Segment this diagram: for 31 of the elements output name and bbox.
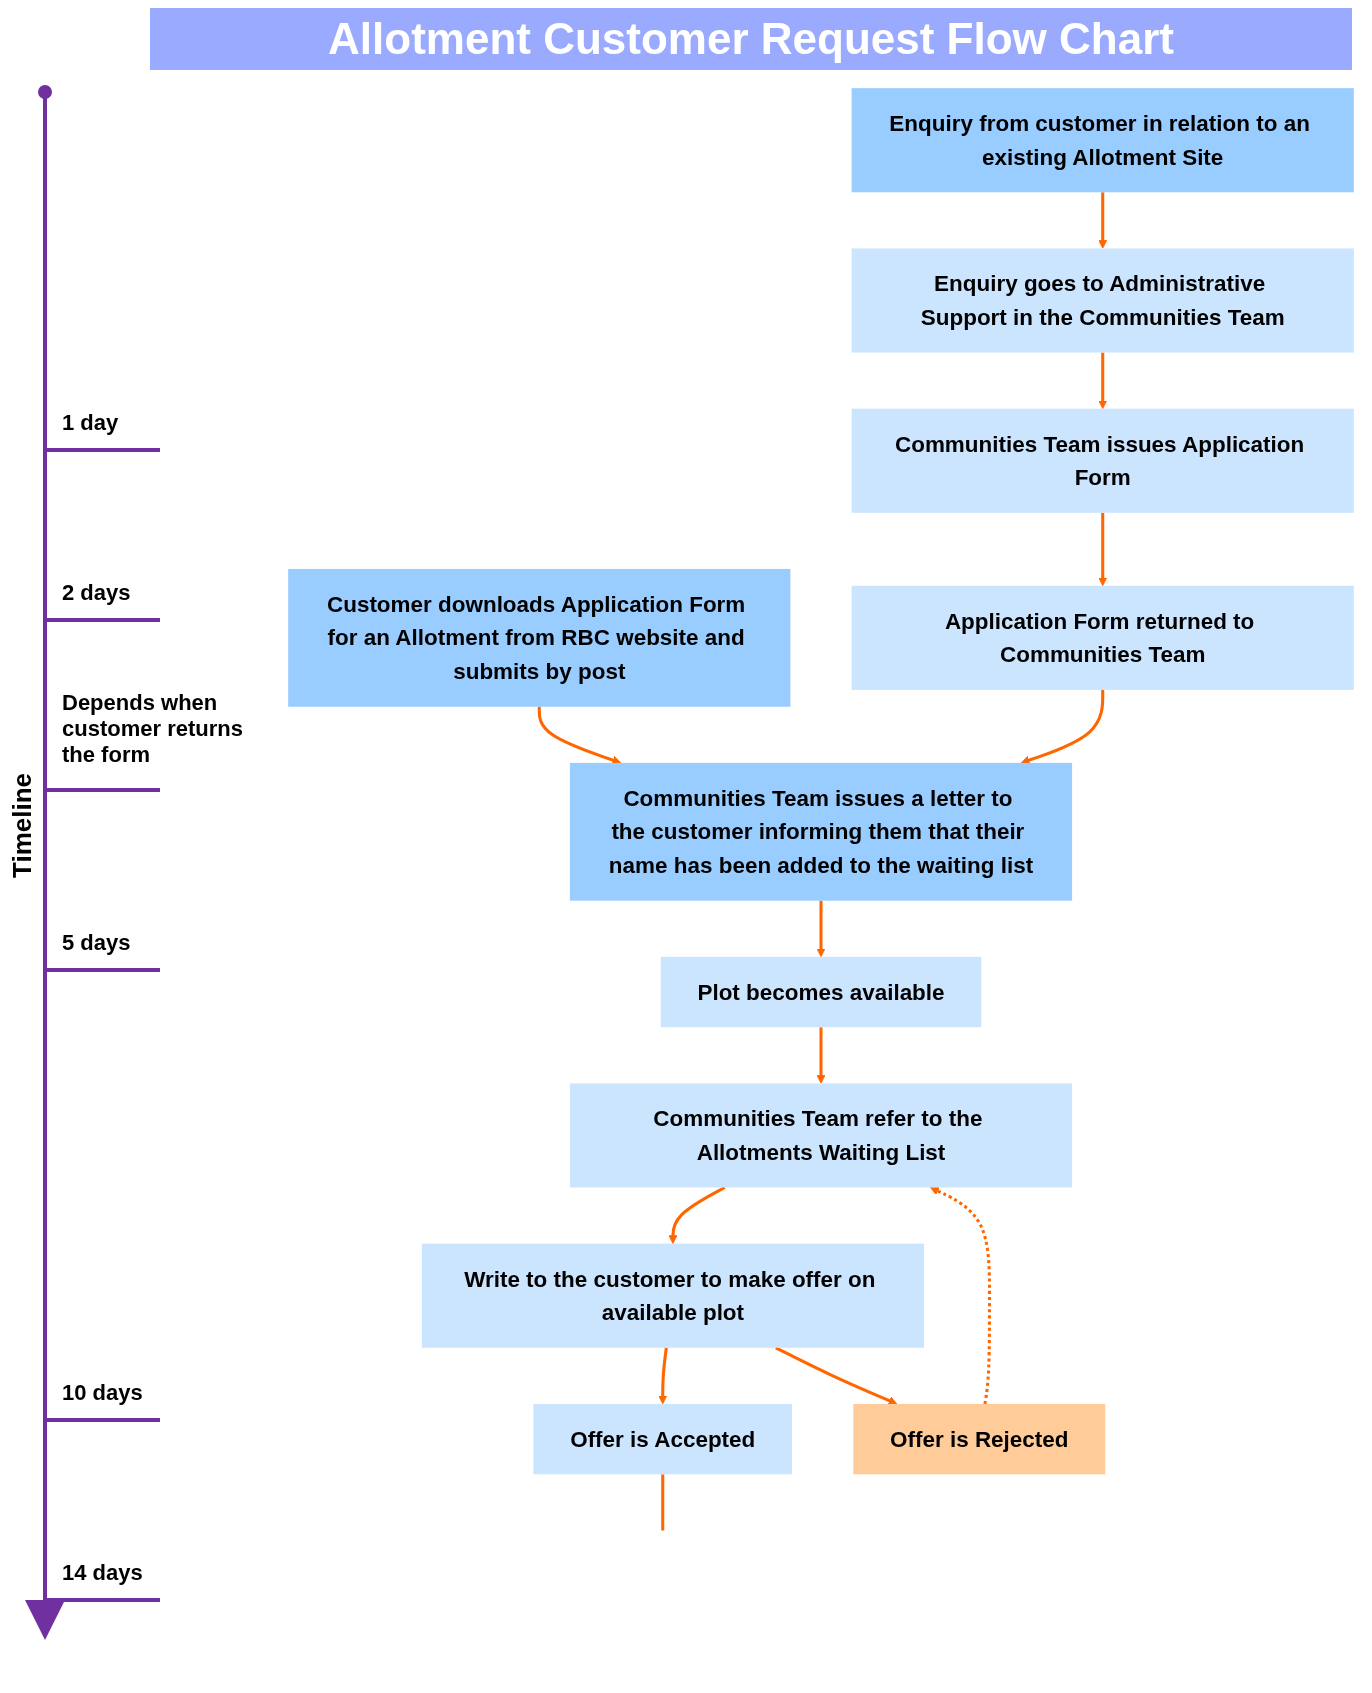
timeline-label: 2 days (62, 580, 132, 606)
timeline-label: 5 days (62, 930, 132, 956)
arrow (1098, 192, 1108, 249)
arrow (775, 1346, 898, 1405)
title: Allotment Customer Request Flow Chart (150, 8, 1352, 70)
arrow (816, 1027, 826, 1084)
arrow (930, 1186, 991, 1405)
node-box: Customer downloads Application Form for an Allotment from RBC website and submits by post (288, 568, 791, 707)
node-box: Application Form returned to Communities Team (851, 585, 1354, 690)
node-box: Enquiry goes to Administrative Support in the Communities Team (851, 248, 1354, 353)
arrow (668, 1186, 726, 1245)
arrow (1098, 512, 1108, 587)
arrow (658, 1347, 668, 1405)
connector (661, 1474, 665, 1531)
node-box: Offer is Rejected (853, 1403, 1106, 1475)
node-box: Write to the customer to make offer on available plot (421, 1243, 925, 1348)
arrow (537, 706, 622, 765)
node-box: Communities Team refer to the Allotments Waiting List (569, 1083, 1073, 1188)
axis-title: Timeline (7, 773, 38, 878)
node-box: Offer is Accepted (533, 1403, 793, 1475)
node-box: Plot becomes available (660, 956, 982, 1028)
arrow (1098, 352, 1108, 410)
node-box: Communities Team issues Application Form (851, 408, 1354, 513)
timeline-label: 1 day (62, 410, 120, 436)
timeline-label: 10 days (62, 1380, 144, 1406)
timeline-label: 14 days (62, 1560, 144, 1586)
node-box: Communities Team issues a letter to the customer informing them that their name has been added to the waiting list (569, 762, 1073, 901)
node-box: Enquiry from customer in relation to an existing Allotment Site (851, 88, 1354, 193)
arrow (1020, 689, 1105, 765)
arrow (816, 900, 826, 958)
timeline-label: Depends when customer returns the form (62, 690, 244, 768)
